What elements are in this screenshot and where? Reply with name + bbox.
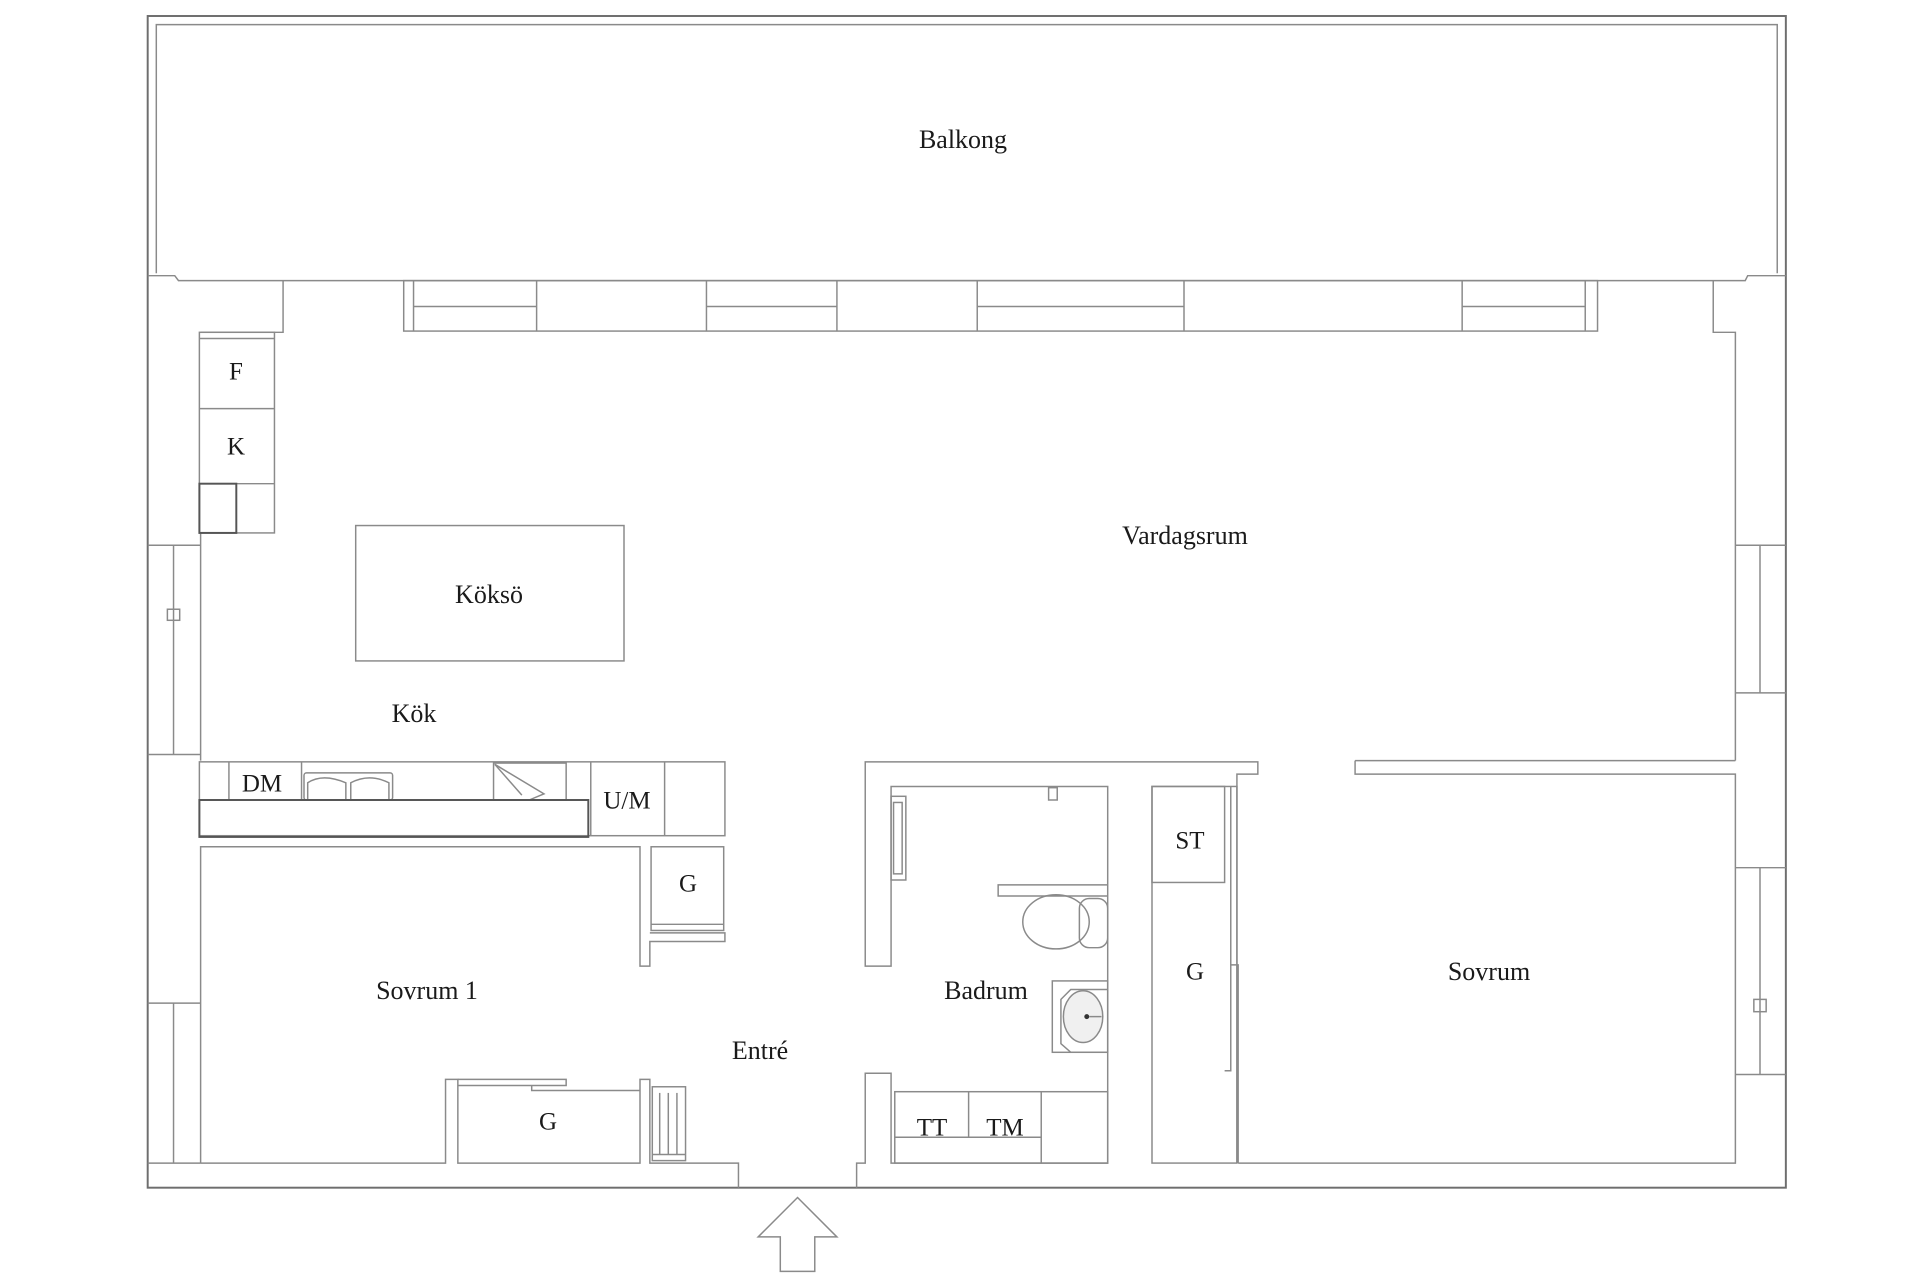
fixture-label-oven-microwave: U/M bbox=[603, 787, 651, 815]
hall-closet bbox=[1151, 785, 1239, 1164]
room-label-entre: Entré bbox=[731, 1036, 789, 1065]
fixture-label-wardrobe-kitchen: G bbox=[678, 870, 698, 898]
room-label-balkong: Balkong bbox=[918, 125, 1008, 154]
bedroom1-walls bbox=[199, 846, 740, 1188]
bathroom-walls bbox=[855, 761, 1259, 1188]
room-label-kok: Kök bbox=[391, 699, 437, 728]
fixture-label-dryer: TT bbox=[916, 1114, 948, 1142]
outer-walls bbox=[146, 15, 1787, 1189]
kitchen-counter bbox=[198, 761, 726, 838]
fixture-label-wardrobe-hall: G bbox=[1185, 958, 1205, 986]
room-label-koksoe: Köksö bbox=[455, 580, 523, 609]
room-label-sovrum-1: Sovrum 1 bbox=[376, 976, 478, 1005]
room-label-sovrum: Sovrum bbox=[1447, 957, 1531, 986]
right-wall bbox=[1238, 544, 1786, 1164]
fixture-label-fridge: F bbox=[229, 358, 243, 386]
entrance-arrow-icon bbox=[756, 1196, 839, 1273]
fixture-label-wardrobe-bedroom1: G bbox=[538, 1108, 558, 1136]
left-wall bbox=[147, 332, 202, 1164]
fixture-label-freezer: K bbox=[226, 433, 246, 461]
fixture-label-dishwasher: DM bbox=[241, 770, 283, 798]
room-label-badrum: Badrum bbox=[944, 976, 1028, 1005]
room-label-vardagsrum: Vardagsrum bbox=[1122, 521, 1248, 550]
fixture-label-storage: ST bbox=[1175, 827, 1205, 855]
kitchen-tall-units bbox=[198, 331, 276, 534]
fixture-label-washing-machine: TM bbox=[986, 1114, 1024, 1142]
balcony-windows bbox=[200, 279, 1737, 761]
kitchen-island bbox=[354, 524, 625, 662]
